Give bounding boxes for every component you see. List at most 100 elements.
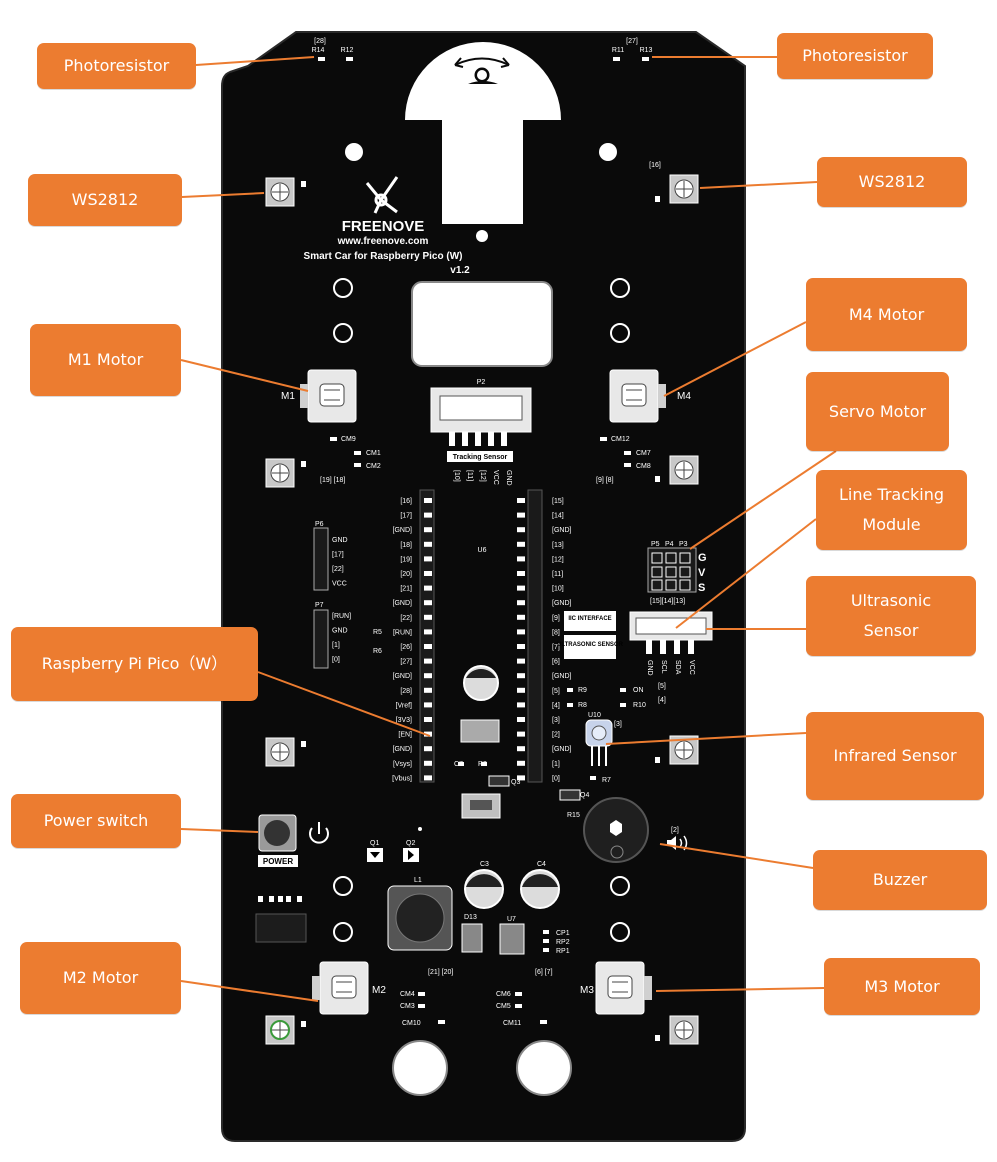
svg-text:M1: M1 — [281, 391, 295, 402]
callout-infrared: Infrared Sensor — [806, 712, 984, 800]
svg-text:[19] [18]: [19] [18] — [320, 477, 345, 484]
cp-pad — [543, 930, 549, 934]
svg-text:[28]: [28] — [314, 38, 326, 45]
pico-left-pin-label: [GND] — [393, 673, 413, 680]
svg-text:V: V — [698, 567, 706, 579]
svg-text:POWER: POWER — [263, 857, 293, 866]
svg-text:C3: C3 — [480, 861, 489, 868]
svg-text:U10: U10 — [588, 712, 601, 719]
svg-text:M3: M3 — [580, 985, 594, 996]
pin-pad — [517, 702, 525, 708]
pin-pad — [424, 731, 432, 737]
pico-right-pin-label: [3] — [552, 717, 560, 724]
pin-pad — [517, 600, 525, 606]
pin-pad — [424, 527, 432, 533]
ultrasonic-pin-label: SCL — [660, 660, 667, 674]
pico-left-pin-label: [EN] — [398, 732, 412, 739]
pin-pad — [517, 614, 525, 620]
svg-text:R13: R13 — [640, 47, 653, 54]
pico-right-pin-label: [GND] — [552, 746, 572, 753]
pico-left-pin-label: [19] — [400, 556, 412, 563]
svg-text:CM10: CM10 — [402, 1020, 421, 1027]
pico-right-pin-label: [1] — [552, 761, 560, 768]
callout-line-tracking: Line Tracking Module — [816, 470, 967, 550]
svg-text:[16]: [16] — [649, 162, 661, 169]
p6-pin-label: [17] — [332, 552, 344, 559]
pin-pad — [517, 556, 525, 562]
callout-servo-motor: Servo Motor — [806, 372, 949, 451]
svg-text:Q4: Q4 — [580, 792, 589, 799]
pico-right-pin-label: [13] — [552, 542, 564, 549]
svg-text:R5: R5 — [373, 629, 382, 636]
power-icon — [309, 827, 329, 844]
pico-left-pin-label: [16] — [400, 498, 412, 505]
svg-text:P2: P2 — [477, 379, 486, 386]
svg-text:S: S — [698, 582, 705, 594]
svg-text:CM8: CM8 — [636, 463, 651, 470]
svg-text:[27]: [27] — [626, 38, 638, 45]
pin-pad — [424, 687, 432, 693]
pin-pad — [424, 541, 432, 547]
pico-left-pin-label: [22] — [400, 615, 412, 622]
pin-pad — [424, 644, 432, 649]
pico-right-pin-label: [14] — [552, 513, 564, 520]
callout-pico: Raspberry Pi Pico（W） — [11, 627, 258, 701]
callout-photoresistor-left: Photoresistor — [37, 43, 196, 89]
ultrasonic-pin-number: [4] — [658, 697, 666, 704]
callout-ultrasonic: Ultrasonic Sensor — [806, 576, 976, 656]
pico-right-pin-label: [12] — [552, 556, 564, 563]
brand-text: FREENOVE — [342, 218, 425, 235]
p6-pin-label: VCC — [332, 581, 347, 588]
svg-text:P4: P4 — [665, 541, 674, 548]
svg-text:M4: M4 — [677, 391, 691, 402]
callout-ws2812-right: WS2812 — [817, 157, 967, 207]
pico-right-pin-label: [7] — [552, 644, 560, 651]
svg-text:U7: U7 — [507, 916, 516, 923]
svg-text:CM1: CM1 — [366, 450, 381, 457]
svg-text:R11: R11 — [612, 47, 624, 54]
cp-pad — [543, 948, 549, 952]
pico-left-pin-label: [27] — [400, 659, 412, 666]
pico-left-pin-label: [RUN] — [393, 629, 412, 636]
svg-text:[6] [7]: [6] [7] — [535, 969, 553, 976]
svg-text:D13: D13 — [464, 914, 477, 921]
freenove-logo — [365, 176, 399, 214]
pico-right-pin-label: [0] — [552, 775, 560, 782]
servo-header — [647, 547, 697, 593]
ultrasonic-pin-label: SDA — [674, 660, 681, 675]
pin-pad — [424, 600, 432, 606]
svg-text:R15: R15 — [567, 812, 580, 819]
pin-pad — [517, 775, 525, 781]
svg-text:CM3: CM3 — [400, 1003, 415, 1010]
p7-pin-label: [1] — [332, 642, 340, 649]
pin-pad — [517, 629, 525, 635]
p7-pin-label: GND — [332, 628, 348, 635]
svg-text:P6: P6 — [315, 521, 324, 528]
pin-pad — [517, 717, 525, 722]
pico-right-pin-label: [GND] — [552, 600, 572, 607]
cp-label: RP2 — [556, 939, 570, 946]
pin-pad — [517, 527, 525, 533]
pin-pad — [424, 614, 432, 620]
callout-ws2812-left: WS2812 — [28, 174, 182, 226]
pico-left-pin-label: [Vsys] — [393, 761, 412, 768]
pico-left-pin-label: [GND] — [393, 600, 413, 607]
svg-text:R12: R12 — [341, 47, 354, 54]
svg-text:Q3: Q3 — [511, 779, 520, 786]
version-text: v1.2 — [450, 265, 470, 276]
pin-pad — [517, 498, 525, 503]
pico-right-pin-label: [11] — [552, 571, 563, 578]
tracking-pin-label: [10] — [453, 470, 460, 482]
svg-text:CM6: CM6 — [496, 991, 511, 998]
pico-left-pin-label: [Vref] — [396, 702, 413, 709]
svg-text:CM9: CM9 — [341, 436, 356, 443]
svg-text:CM11: CM11 — [503, 1020, 521, 1027]
svg-text:M2: M2 — [372, 985, 386, 996]
pin-pad — [517, 658, 525, 664]
pin-pad — [517, 571, 525, 576]
pico-right-pin-label: [8] — [552, 629, 560, 636]
pin-pad — [517, 687, 525, 693]
tracking-pin-label: [12] — [479, 470, 486, 482]
svg-text:[21] [20]: [21] [20] — [428, 969, 453, 976]
cp-label: RP1 — [556, 948, 570, 955]
